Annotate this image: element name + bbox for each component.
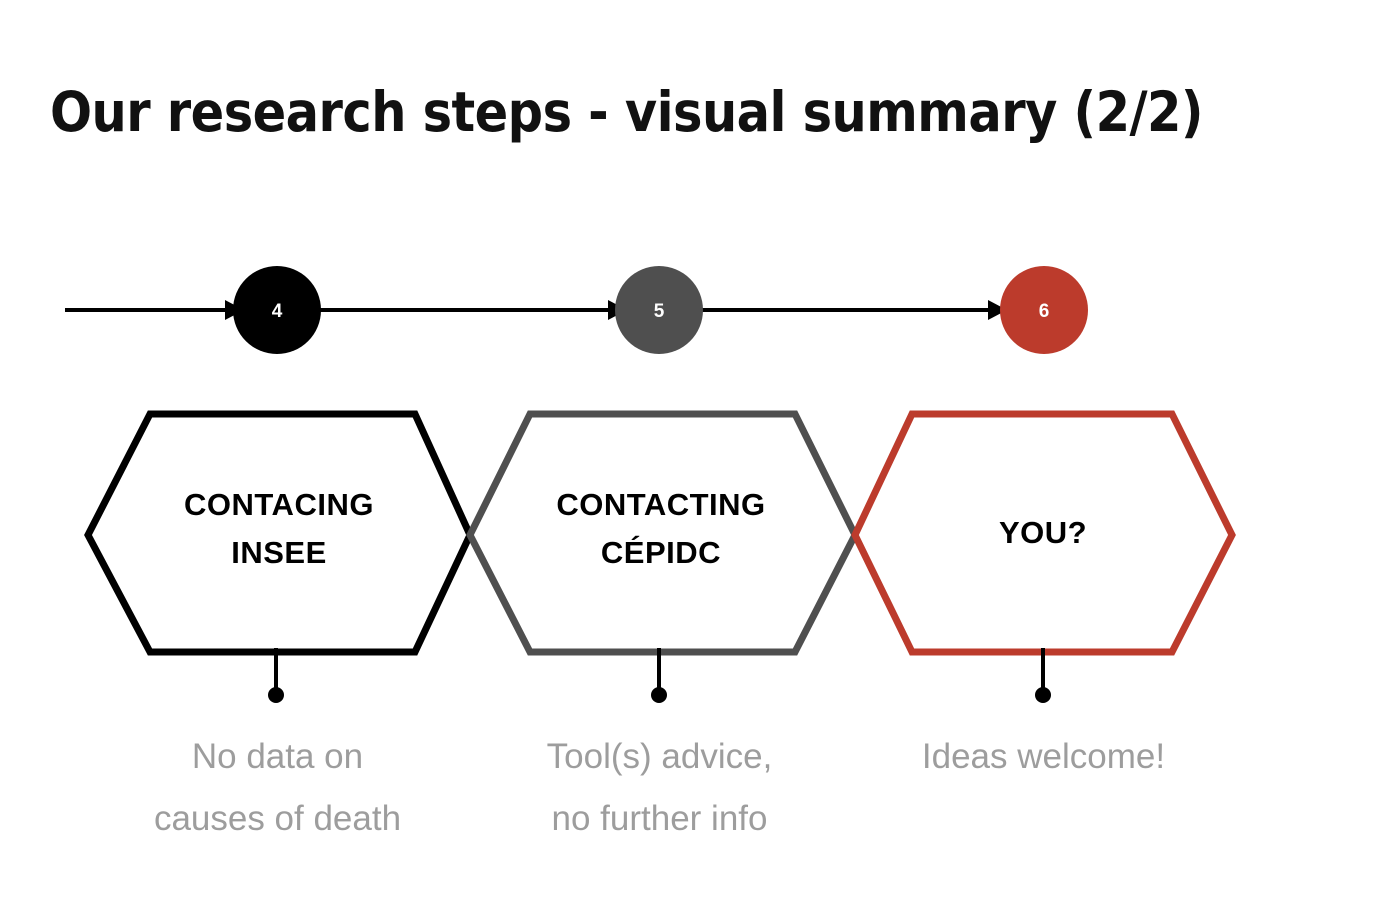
timeline-step-4[interactable]: 4 <box>233 266 321 354</box>
timeline-step-4-number: 4 <box>272 301 283 322</box>
hexagon-shape-icon-cepidc <box>466 410 859 656</box>
connector-stem-insee <box>268 648 284 703</box>
timeline-step-4-circle <box>233 266 321 354</box>
hexagon-stage-cepidc-label-line1: CONTACTING <box>556 487 765 522</box>
connector-stem-you <box>1035 648 1051 703</box>
timeline-step-5-number: 5 <box>654 301 665 322</box>
connector-stems <box>268 648 1051 703</box>
connector-dot-icon-cepidc <box>651 687 667 703</box>
connector-stem-cepidc <box>651 648 667 703</box>
hexagon-stage-insee-label-line1: CONTACING <box>184 487 374 522</box>
arrow-right-icon-step-5-to-6 <box>700 300 1007 320</box>
arrow-right-icon-step-4-to-5 <box>320 300 627 320</box>
caption-cepidc: Tool(s) advice, no further info <box>546 737 773 839</box>
hexagon-stage-you[interactable]: YOU? <box>851 410 1236 656</box>
caption-insee: No data on causes of death <box>153 737 402 839</box>
page-title: Our research steps - visual summary (2/2… <box>50 80 1204 144</box>
timeline-step-6[interactable]: 6 <box>1000 266 1088 354</box>
hexagon-stage-insee[interactable]: CONTACING INSEE <box>84 410 474 656</box>
timeline-step-5[interactable]: 5 <box>615 266 703 354</box>
connector-dot-icon-you <box>1035 687 1051 703</box>
hexagon-shape-icon-you <box>851 410 1236 656</box>
hexagon-stage-insee-label-line2: INSEE <box>231 535 327 570</box>
hexagon-shape-icon-insee <box>84 410 474 656</box>
caption-you: Ideas welcome! <box>921 737 1166 776</box>
hexagon-row: CONTACING INSEE CONTACTING CÉPIDC YOU? <box>84 410 1236 656</box>
hexagon-stage-cepidc-label-line2: CÉPIDC <box>601 535 721 570</box>
hexagon-stage-cepidc[interactable]: CONTACTING CÉPIDC <box>466 410 859 656</box>
hexagon-stage-you-label-line1: YOU? <box>999 515 1087 550</box>
timeline-step-5-circle <box>615 266 703 354</box>
arrow-right-icon-into-step-4 <box>65 300 244 320</box>
connector-dot-icon-insee <box>268 687 284 703</box>
timeline-step-6-circle <box>1000 266 1088 354</box>
timeline-track: 4 5 6 <box>65 266 1088 354</box>
timeline-step-6-number: 6 <box>1039 301 1050 322</box>
